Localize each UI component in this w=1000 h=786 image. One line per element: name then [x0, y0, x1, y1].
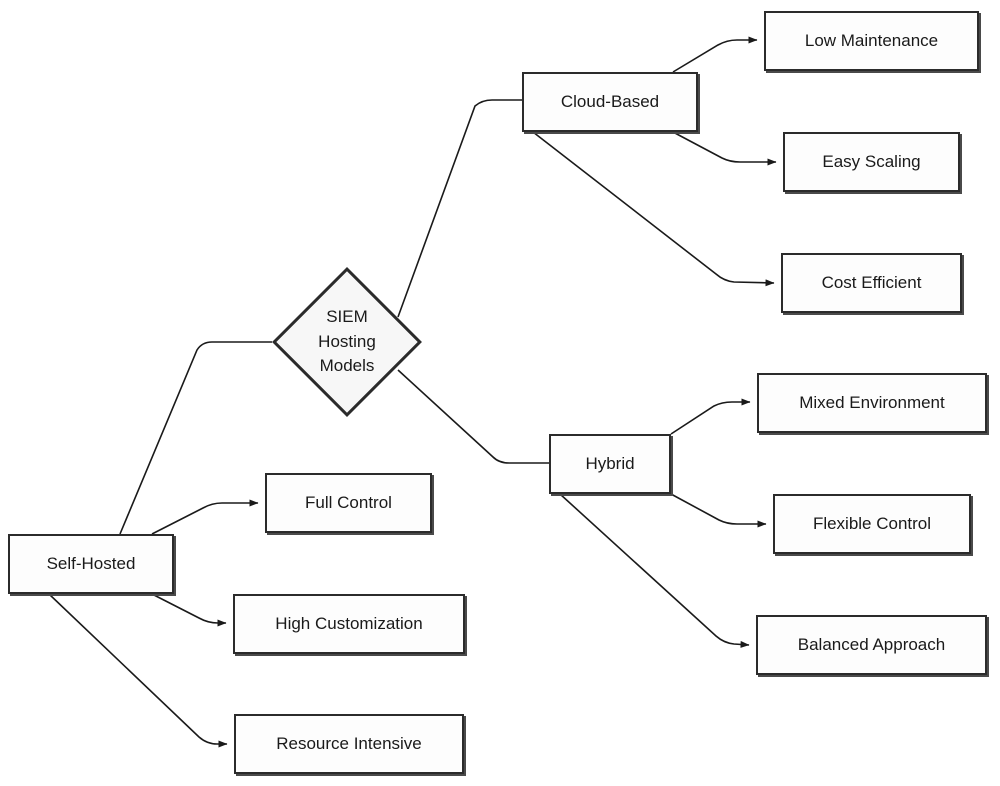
node-label-mixed-environment: Mixed Environment	[799, 392, 945, 412]
node-label-self-hosted: Self-Hosted	[46, 553, 136, 573]
edge-hybrid-flexible-control	[670, 493, 767, 528]
node-self-hosted[interactable]: Self-Hosted	[8, 534, 174, 594]
node-cloud-based[interactable]: Cloud-Based	[522, 72, 698, 132]
node-easy-scaling[interactable]: Easy Scaling	[783, 132, 960, 192]
edge-cloud-low-maintenance	[672, 36, 758, 73]
edge-self-hosted-high-customization	[151, 593, 227, 627]
node-label-easy-scaling: Easy Scaling	[822, 151, 921, 171]
edge-root-hybrid	[397, 369, 549, 464]
edge-cloud-cost-efficient	[532, 131, 775, 287]
node-cost-efficient[interactable]: Cost Efficient	[781, 253, 962, 313]
node-label-resource-intensive: Resource Intensive	[276, 733, 422, 753]
node-resource-intensive[interactable]: Resource Intensive	[234, 714, 464, 774]
node-high-customization[interactable]: High Customization	[233, 594, 465, 654]
edge-hybrid-balanced-approach	[559, 493, 750, 648]
edge-cloud-easy-scaling	[672, 131, 777, 166]
node-label-hybrid: Hybrid	[585, 453, 635, 473]
node-label-flexible-control: Flexible Control	[812, 513, 932, 533]
edge-root-self-hosted	[119, 341, 272, 535]
node-flexible-control[interactable]: Flexible Control	[773, 494, 971, 554]
node-root-siem-hosting-models[interactable]: SIEM Hosting Models	[272, 267, 422, 417]
node-mixed-environment[interactable]: Mixed Environment	[757, 373, 987, 433]
node-hybrid[interactable]: Hybrid	[549, 434, 671, 494]
node-label-balanced-approach: Balanced Approach	[797, 634, 946, 654]
node-label-cost-efficient: Cost Efficient	[821, 272, 922, 292]
edge-hybrid-mixed-environment	[670, 398, 751, 435]
node-low-maintenance[interactable]: Low Maintenance	[764, 11, 979, 71]
node-label-low-maintenance: Low Maintenance	[804, 30, 939, 50]
node-label-root: SIEM Hosting Models	[318, 307, 376, 376]
node-balanced-approach[interactable]: Balanced Approach	[756, 615, 987, 675]
edge-self-hosted-resource-intensive	[48, 593, 228, 748]
node-label-full-control: Full Control	[305, 492, 392, 512]
edge-root-cloud	[397, 99, 522, 318]
node-label-high-customization: High Customization	[275, 613, 423, 633]
node-label-cloud-based: Cloud-Based	[560, 91, 660, 111]
node-full-control[interactable]: Full Control	[265, 473, 432, 533]
edge-self-hosted-full-control	[151, 499, 259, 535]
